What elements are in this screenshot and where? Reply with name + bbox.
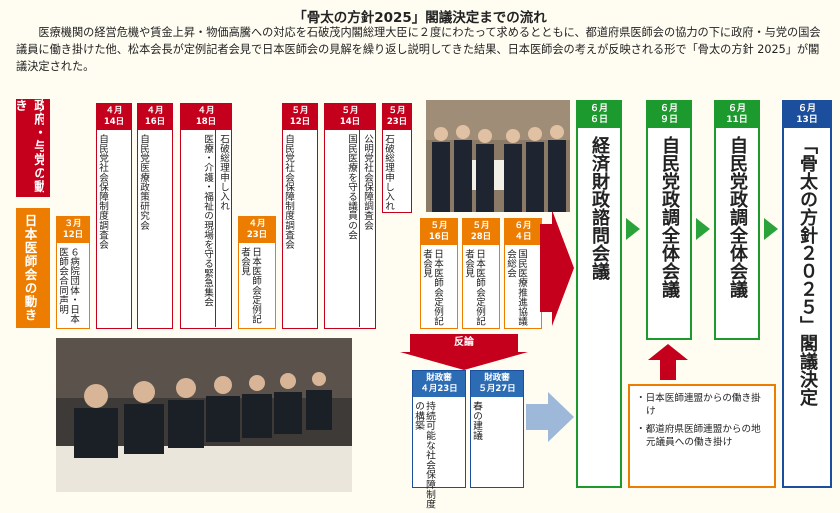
event-text: 医療・介護・福祉の現場を守る緊急集会 [202, 134, 213, 307]
event-text: 石破総理申し入れ [215, 130, 231, 327]
milestone-text: 「骨太の方針２０２５」閣議決定 [797, 136, 818, 406]
med-event: ６月 ４日 国民医療推進協議会総会 [504, 218, 542, 329]
event-text: 日本医師会定例記者会見 [421, 249, 443, 326]
zaisei-text: 持続可能な社会保障制度の構築 [413, 401, 435, 509]
event-text: 自民党医療政策研究会 [138, 134, 149, 230]
zaisei-box: 財政審 ４月23日 持続可能な社会保障制度の構築 [412, 370, 466, 509]
event-date: ４月 14日 [97, 104, 131, 130]
down-arrow-icon [400, 334, 528, 370]
milestone-box: ６月 ６日 経済財政諮問会議 [576, 100, 622, 488]
gov-event: ５月 23日 石破総理申し入れ [382, 103, 412, 213]
lane-label-government: 政府・与党の動き [13, 99, 47, 197]
zaisei-box: 財政審 ５月27日 春の建議 [470, 370, 524, 488]
milestone-box: ６月 11日 自民党政調全体会議 [714, 100, 760, 340]
note-item: ・都道府県医師連盟からの地元議員への働き掛け [636, 424, 761, 448]
med-event: ４月 23日 日本医師会定例記者会見 [238, 216, 276, 329]
med-event: ５月 16日 日本医師会定例記者会見 [420, 218, 458, 329]
green-arrow-icon [626, 218, 640, 240]
page-title: 「骨太の方針2025」閣議決定までの流れ [293, 10, 547, 26]
event-text: 公明党社会保障調査会 [359, 130, 375, 327]
note-item: ・日本医師連盟からの働き掛け [636, 393, 761, 417]
zaisei-text: 春の建議 [471, 401, 482, 441]
event-date: ５月 23日 [383, 104, 411, 130]
gov-event: ５月 14日 公明党社会保障調査会 国民医療を守る議員の会 [324, 103, 376, 329]
green-arrow-icon [764, 218, 778, 240]
up-arrow-icon [648, 344, 688, 380]
event-date: ４月 23日 [239, 217, 275, 243]
milestone-date: ６月 ９日 [648, 102, 690, 128]
milestone-box: ６月 ９日 自民党政調全体会議 [646, 100, 692, 340]
blue-arrow-icon [526, 392, 574, 442]
gov-event: ４月 16日 自民党医療政策研究会 [137, 103, 173, 329]
event-text: 自民党社会保障制度調査会 [97, 134, 108, 250]
lane-label-med-assoc: 日本医師会の動き [16, 208, 44, 328]
people-photo-icon [426, 100, 570, 212]
gov-event: ４月 18日 石破総理申し入れ 医療・介護・福祉の現場を守る緊急集会 [180, 103, 232, 329]
event-date: ４月 16日 [138, 104, 172, 130]
event-date: ４月 18日 [181, 104, 231, 130]
notes-box: ・日本医師連盟からの働き掛け ・都道府県医師連盟からの地元議員への働き掛け [628, 384, 776, 488]
milestone-text: 経済財政諮問会議 [589, 136, 610, 280]
med-event: ５月 28日 日本医師会定例記者会見 [462, 218, 500, 329]
red-arrow-icon [540, 210, 574, 326]
milestone-date: ６月 ６日 [578, 102, 620, 128]
event-text: 自民党社会保障制度調査会 [283, 134, 294, 250]
event-text: 日本医師会定例記者会見 [239, 247, 261, 324]
event-text: 日本医師会定例記者会見 [463, 249, 485, 326]
lane-band-med-assoc [44, 208, 50, 328]
event-date: ５月 14日 [325, 104, 375, 130]
meeting-photo [426, 100, 570, 212]
event-text: 国民医療推進協議会総会 [505, 249, 527, 326]
milestone-text: 自民党政調全体会議 [659, 136, 680, 298]
gov-event: ４月 14日 自民党社会保障制度調査会 [96, 103, 132, 329]
hanron-label: 反論 [454, 337, 474, 348]
flow-infographic: 「骨太の方針2025」閣議決定までの流れ 医療機関の経営危機や賃金上昇・物価高騰… [13, 10, 832, 509]
people-photo-icon [56, 338, 352, 492]
milestone-text: 自民党政調全体会議 [727, 136, 748, 298]
milestone-date: ６月 13日 [784, 102, 830, 128]
lane-band-government [44, 99, 50, 197]
event-text: 石破総理申し入れ [383, 134, 394, 211]
intro-paragraph: 医療機関の経営危機や賃金上昇・物価高騰への対応を石破茂内閣総理大臣に２度にわたっ… [16, 26, 821, 73]
med-event: ３月 12日 ６病院団体・日本医師会合同声明 [56, 216, 90, 329]
press-photo [56, 338, 352, 492]
green-arrow-icon [696, 218, 710, 240]
event-date: ３月 12日 [57, 217, 89, 243]
event-date: ６月 ４日 [505, 219, 541, 245]
event-text: ６病院団体・日本医師会合同声明 [57, 247, 79, 324]
event-date: ５月 28日 [463, 219, 499, 245]
zaisei-date: 財政審 ４月23日 [413, 371, 465, 397]
event-date: ５月 16日 [421, 219, 457, 245]
event-date: ５月 12日 [283, 104, 317, 130]
zaisei-date: 財政審 ５月27日 [471, 371, 523, 397]
gov-event: ５月 12日 自民党社会保障制度調査会 [282, 103, 318, 329]
final-milestone-box: ６月 13日 「骨太の方針２０２５」閣議決定 [782, 100, 832, 488]
milestone-date: ６月 11日 [716, 102, 758, 128]
event-text: 国民医療を守る議員の会 [346, 134, 357, 240]
